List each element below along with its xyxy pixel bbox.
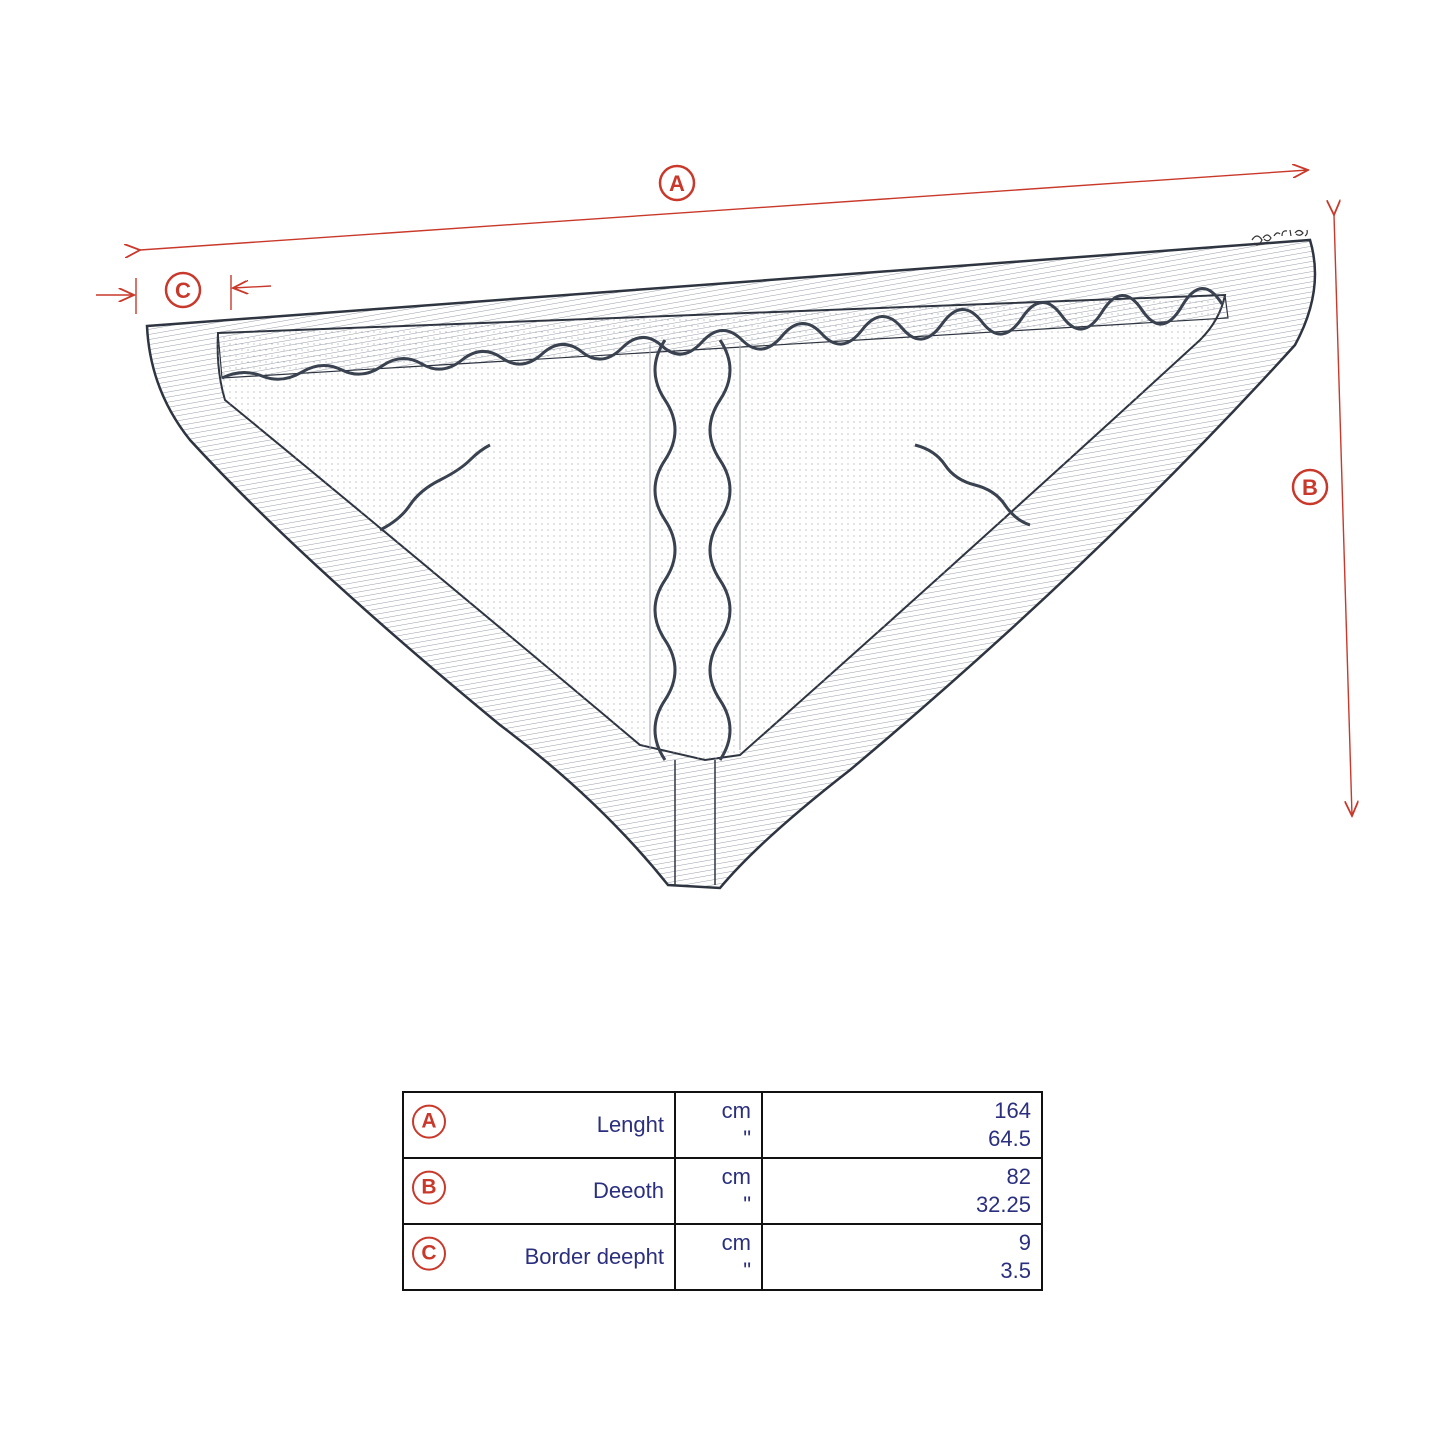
unit-cm: cm — [721, 1098, 751, 1123]
dimension-b-arrow — [1334, 215, 1352, 816]
table-row: C Border deepht cm " 9 3.5 — [402, 1223, 1043, 1291]
row-label: Lenght — [596, 1112, 664, 1137]
dimension-a-arrow — [140, 170, 1308, 250]
center-cable-left — [653, 339, 677, 761]
value-cm: 9 — [1018, 1230, 1031, 1255]
unit-in: " — [743, 1126, 751, 1151]
dimension-c-arrow-right — [233, 286, 272, 288]
dimension-c-label: C — [175, 278, 191, 303]
value-in: 3.5 — [1000, 1258, 1031, 1283]
dimension-b-label: B — [1302, 475, 1318, 500]
right-cable-motif — [914, 443, 1031, 527]
row-label: Deeoth — [593, 1178, 664, 1203]
dimension-a-label: A — [669, 171, 685, 196]
table-row: A Lenght cm " 164 64.5 — [402, 1091, 1043, 1159]
value-cm: 164 — [994, 1098, 1031, 1123]
left-cable-motif — [379, 443, 491, 532]
unit-in: " — [743, 1258, 751, 1283]
row-key-badge: B — [412, 1170, 446, 1205]
value-cm: 82 — [1006, 1164, 1031, 1189]
row-label: Border deepht — [524, 1244, 664, 1269]
top-cable — [221, 287, 1224, 381]
row-key-badge: C — [412, 1236, 446, 1271]
value-in: 32.25 — [975, 1192, 1031, 1217]
unit-cm: cm — [721, 1164, 751, 1189]
unit-cm: cm — [721, 1230, 751, 1255]
artist-signature — [1251, 229, 1308, 246]
row-key-badge: A — [412, 1104, 446, 1139]
center-cable-right — [708, 339, 732, 761]
value-in: 64.5 — [988, 1126, 1031, 1151]
table-row: B Deeoth cm " 82 32.25 — [402, 1157, 1043, 1225]
unit-in: " — [743, 1192, 751, 1217]
